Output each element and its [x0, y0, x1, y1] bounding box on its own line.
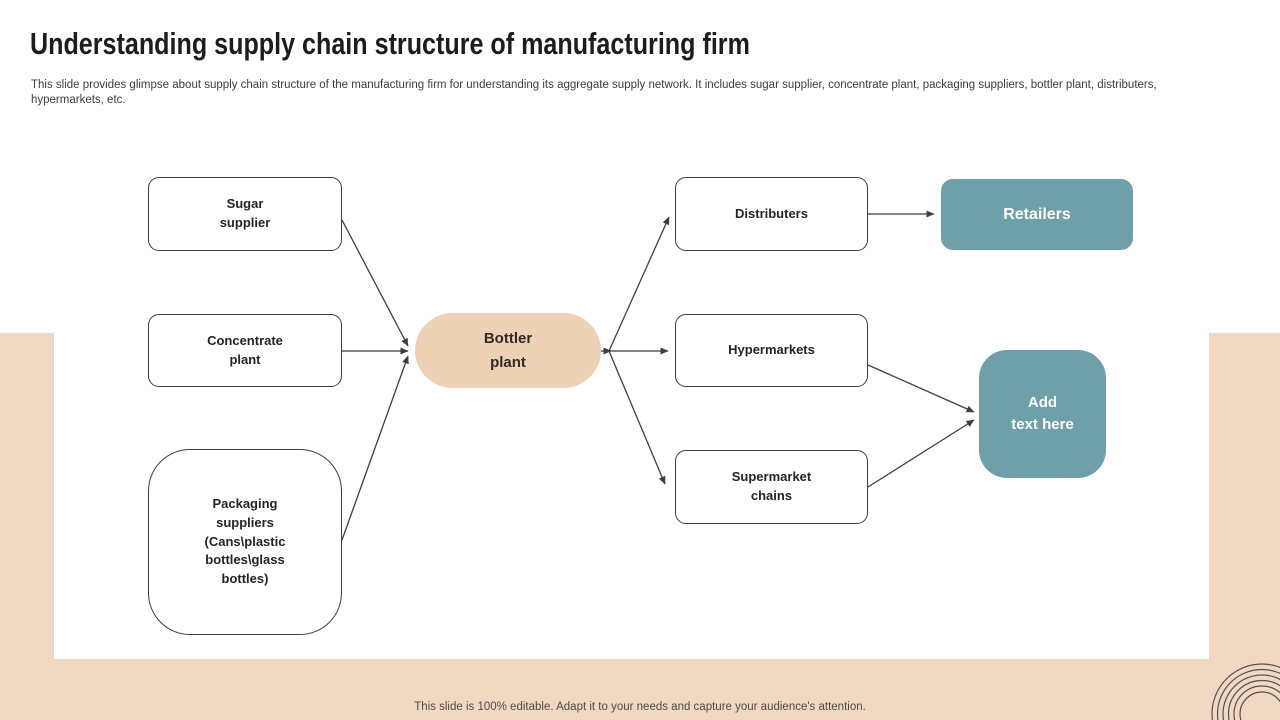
- arrow-supermarket-to-addtext: [867, 419, 975, 488]
- node-bottler-plant[interactable]: Bottler plant: [415, 313, 601, 388]
- node-supermarket-chains-label: Supermarket chains: [731, 469, 812, 503]
- node-packaging-suppliers-label: Packaging suppliers (Cans\plastic bottle…: [204, 495, 286, 587]
- arrow-packaging-to-bottler: [341, 355, 409, 541]
- node-sugar-supplier-label: Sugar supplier: [219, 196, 271, 230]
- node-distributers-label: Distributers: [735, 205, 808, 221]
- page-title: Understanding supply chain structure of …: [30, 26, 750, 61]
- node-concentrate-plant[interactable]: Concentrate plant: [148, 314, 342, 387]
- node-supermarket-chains[interactable]: Supermarket chains: [675, 450, 868, 524]
- node-concentrate-plant-label: Concentrate plant: [207, 332, 283, 367]
- node-retailers-label: Retailers: [1003, 205, 1071, 223]
- node-bottler-plant-label: Bottler plant: [483, 330, 533, 371]
- node-sugar-supplier[interactable]: Sugar supplier: [148, 177, 342, 251]
- decorative-concentric-circles-icon: [1211, 663, 1280, 720]
- node-packaging-suppliers[interactable]: Packaging suppliers (Cans\plastic bottle…: [148, 449, 342, 635]
- footer-note: This slide is 100% editable. Adapt it to…: [414, 701, 866, 713]
- node-add-text-here-label: Add text here: [1011, 393, 1074, 434]
- arrow-hypermarkets-to-addtext: [867, 364, 975, 413]
- node-hypermarkets[interactable]: Hypermarkets: [675, 314, 868, 387]
- arrow-sugar-to-bottler: [341, 219, 409, 347]
- arrow-bottler-to-supermarket: [608, 350, 666, 485]
- arrow-bottler-to-distributers: [608, 216, 670, 352]
- node-distributers[interactable]: Distributers: [675, 177, 868, 251]
- node-retailers[interactable]: Retailers: [941, 179, 1133, 250]
- slide-description: This slide provides glimpse about supply…: [31, 79, 1157, 106]
- node-add-text-here[interactable]: Add text here: [979, 350, 1106, 478]
- node-hypermarkets-label: Hypermarkets: [728, 342, 815, 358]
